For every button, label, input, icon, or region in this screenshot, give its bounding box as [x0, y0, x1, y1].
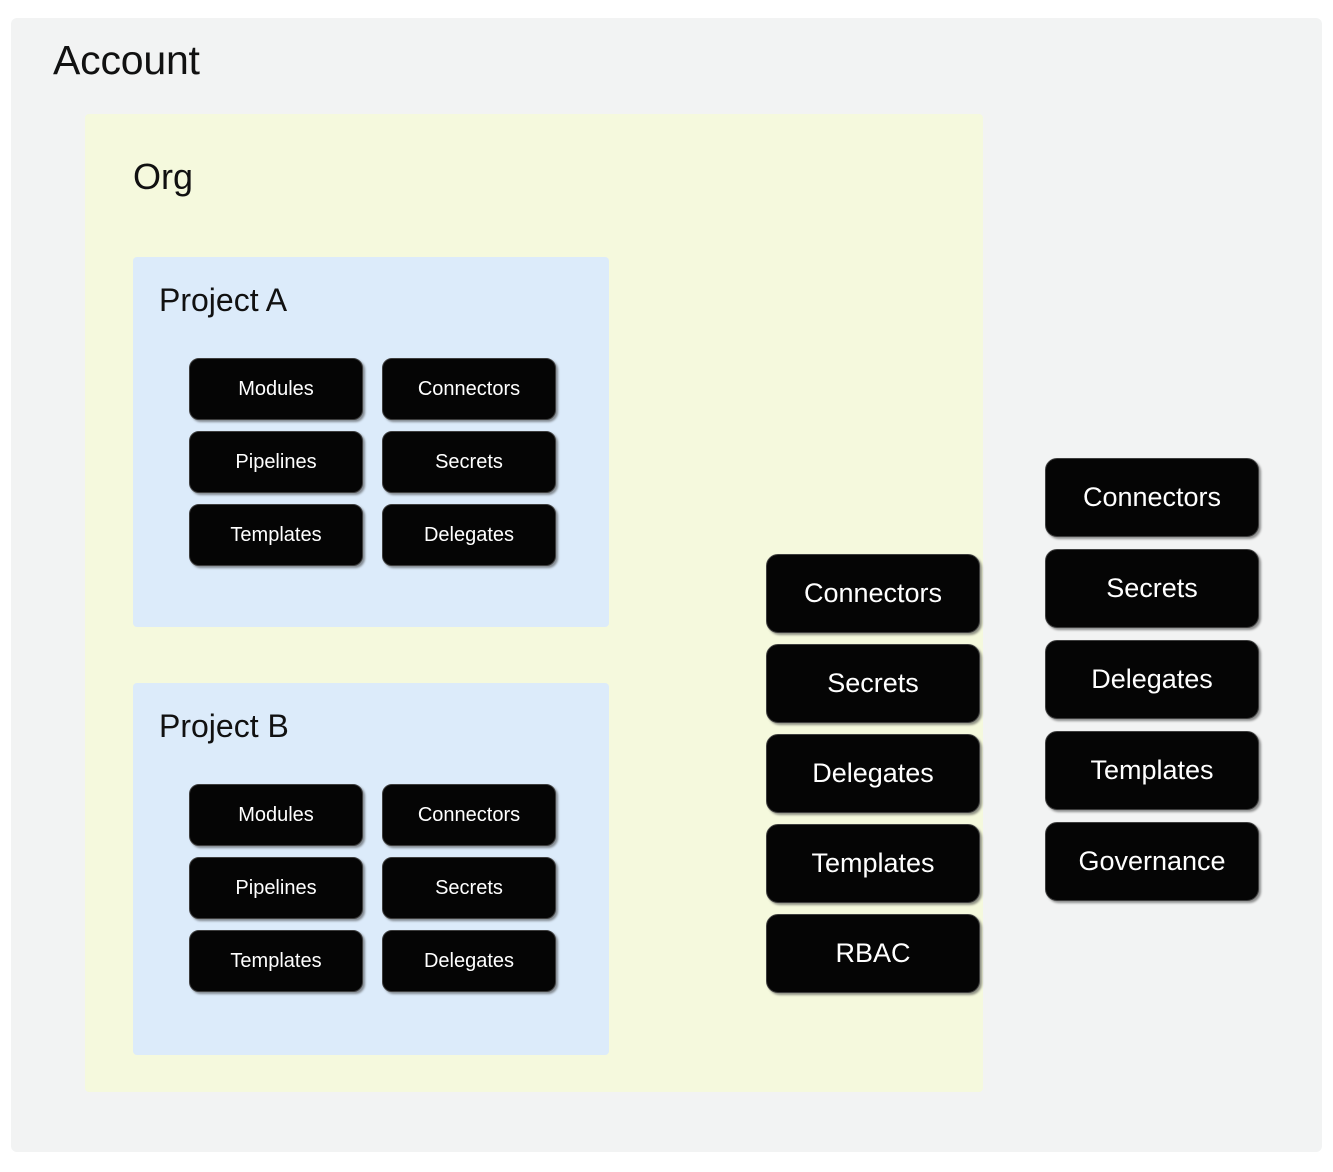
account-chip-governance[interactable]: Governance: [1045, 822, 1259, 901]
account-chip-delegates[interactable]: Delegates: [1045, 640, 1259, 719]
org-chip-connectors[interactable]: Connectors: [766, 554, 980, 633]
project-b-chip-modules[interactable]: Modules: [189, 784, 363, 846]
project-b-chip-connectors[interactable]: Connectors: [382, 784, 556, 846]
org-chip-delegates[interactable]: Delegates: [766, 734, 980, 813]
project-a-resource-grid: Modules Connectors Pipelines Secrets Tem…: [189, 358, 556, 566]
account-chip-templates[interactable]: Templates: [1045, 731, 1259, 810]
project-panel-a: Project A Modules Connectors Pipelines S…: [133, 257, 609, 627]
project-a-title: Project A: [159, 282, 288, 318]
org-scope-resource-list: Connectors Secrets Delegates Templates R…: [766, 554, 980, 993]
project-b-title: Project B: [159, 708, 289, 744]
org-chip-secrets[interactable]: Secrets: [766, 644, 980, 723]
org-title: Org: [133, 156, 194, 197]
account-chip-connectors[interactable]: Connectors: [1045, 458, 1259, 537]
org-scope-panel: Org Project A Modules Connectors Pipelin…: [85, 114, 983, 1092]
account-title: Account: [53, 37, 200, 83]
project-b-resource-grid: Modules Connectors Pipelines Secrets Tem…: [189, 784, 556, 992]
account-scope-resource-list: Connectors Secrets Delegates Templates G…: [1045, 458, 1259, 901]
account-chip-secrets[interactable]: Secrets: [1045, 549, 1259, 628]
project-b-chip-pipelines[interactable]: Pipelines: [189, 857, 363, 919]
org-chip-templates[interactable]: Templates: [766, 824, 980, 903]
project-a-chip-secrets[interactable]: Secrets: [382, 431, 556, 493]
project-panel-b: Project B Modules Connectors Pipelines S…: [133, 683, 609, 1055]
project-a-chip-connectors[interactable]: Connectors: [382, 358, 556, 420]
account-scope-panel: Account Org Project A Modules Connectors…: [11, 18, 1322, 1152]
project-b-chip-delegates[interactable]: Delegates: [382, 930, 556, 992]
org-chip-rbac[interactable]: RBAC: [766, 914, 980, 993]
project-a-chip-modules[interactable]: Modules: [189, 358, 363, 420]
project-b-chip-templates[interactable]: Templates: [189, 930, 363, 992]
project-a-chip-templates[interactable]: Templates: [189, 504, 363, 566]
project-a-chip-delegates[interactable]: Delegates: [382, 504, 556, 566]
project-a-chip-pipelines[interactable]: Pipelines: [189, 431, 363, 493]
project-b-chip-secrets[interactable]: Secrets: [382, 857, 556, 919]
